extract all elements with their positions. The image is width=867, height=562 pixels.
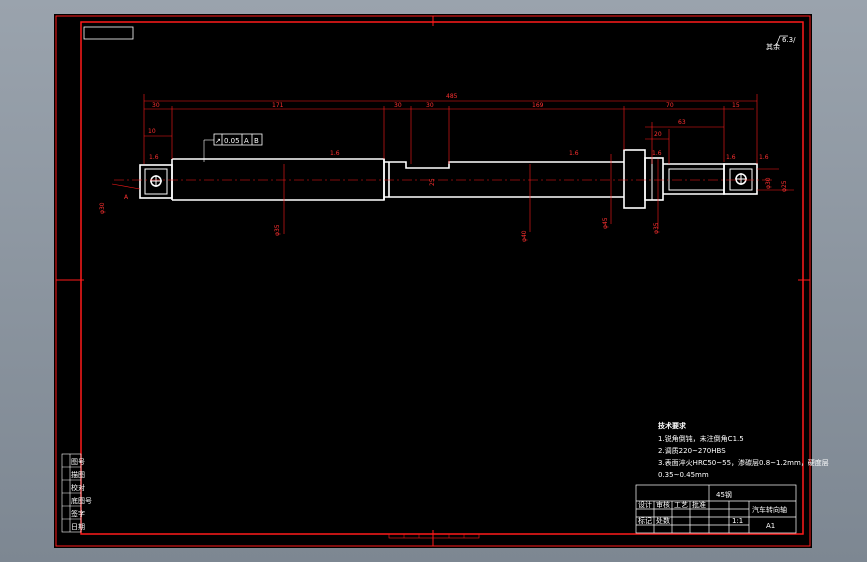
roughness-symbol-icon: [775, 35, 788, 47]
tolerance-frame: ↗ 0.05 A B: [203, 133, 263, 162]
side-label-2: 描图: [71, 470, 85, 479]
title-scale: 1:1: [732, 517, 743, 525]
diameter-6: φ30: [765, 177, 772, 189]
title-label-4: 批准: [692, 500, 706, 509]
note-item-3: 3.表面淬火HRC50~55，渗碳层0.8~1.2mm，硬度层: [658, 458, 829, 467]
diameter-3: φ40: [521, 230, 528, 242]
title-sheet-size: A1: [766, 522, 775, 530]
section-label: A: [124, 194, 129, 201]
side-label-4: 底图号: [71, 496, 92, 505]
dim-main: 171: [272, 102, 284, 109]
note-item-4: 0.35~0.45mm: [658, 471, 709, 479]
title-part-name: 汽车转向轴: [752, 505, 787, 514]
side-label-6: 日期: [71, 523, 85, 531]
diameter-7: φ25: [781, 180, 788, 192]
diameter-1: φ30: [99, 202, 106, 214]
title-label-5: 标记: [638, 516, 652, 525]
diameter-4: φ45: [602, 217, 609, 229]
side-block: [61, 453, 82, 533]
tolerance-datum-a: A: [244, 137, 249, 145]
roughness-mark-2: 1.6: [330, 150, 340, 157]
title-material: 45钢: [716, 490, 732, 499]
side-label-3: 校对: [71, 483, 85, 492]
side-label-1: 图号: [71, 458, 85, 466]
title-block: [635, 484, 797, 534]
dim-right-a: 70: [666, 102, 674, 109]
note-item-1: 1.锐角倒钝，未注倒角C1.5: [658, 434, 744, 443]
roughness-mark-1: 1.6: [149, 154, 159, 161]
center-hole-right: [735, 173, 747, 185]
title-label-6: 处数: [656, 516, 670, 525]
dim-sub-c: 63: [678, 119, 686, 126]
roughness-mark-4: 1.6: [652, 150, 662, 157]
title-label-2: 审核: [656, 500, 670, 509]
tolerance-value: 0.05: [224, 137, 240, 145]
tolerance-symbol: ↗: [215, 137, 221, 145]
diameter-5: φ35: [653, 222, 660, 234]
top-dimensions: [143, 94, 758, 164]
dim-sub-a: 10: [148, 128, 156, 135]
tolerance-datum-b: B: [254, 137, 259, 145]
inner-border: [80, 21, 804, 535]
dim-right-b: 15: [732, 102, 740, 109]
diameter-2: φ35: [274, 224, 281, 236]
notes-title: 技术要求: [658, 421, 687, 430]
dim-groove-a: 30: [394, 102, 402, 109]
roughness-mark-6: 1.6: [759, 154, 769, 161]
center-hole-left: [150, 175, 162, 187]
note-item-2: 2.调质220~270HBS: [658, 446, 726, 455]
dim-groove-b: 30: [426, 102, 434, 109]
bottom-scale-bar: [388, 533, 480, 539]
roughness-mark-3: 1.6: [569, 150, 579, 157]
roughness-general-prefix: 其余: [766, 42, 780, 51]
dim-left-end: 30: [152, 102, 160, 109]
dim-sub-b: 20: [654, 131, 662, 138]
cad-drawing: 其余 6.3/: [55, 15, 829, 547]
roughness-mark-5: 1.6: [726, 154, 736, 161]
title-label-3: 工艺: [674, 501, 688, 509]
side-label-5: 签字: [71, 509, 85, 518]
title-label-1: 设计: [638, 500, 652, 509]
roughness-general: 6.3/: [782, 36, 796, 44]
dim-mid: 169: [532, 102, 544, 109]
shaft-outline: [139, 149, 758, 209]
dim-overall: 485: [446, 93, 458, 100]
center-mark-label: 25: [429, 178, 436, 186]
diameter-leaders: [111, 154, 794, 234]
drawing-sheet: 其余 6.3/: [54, 14, 829, 548]
drawing-number-box: [83, 26, 134, 40]
